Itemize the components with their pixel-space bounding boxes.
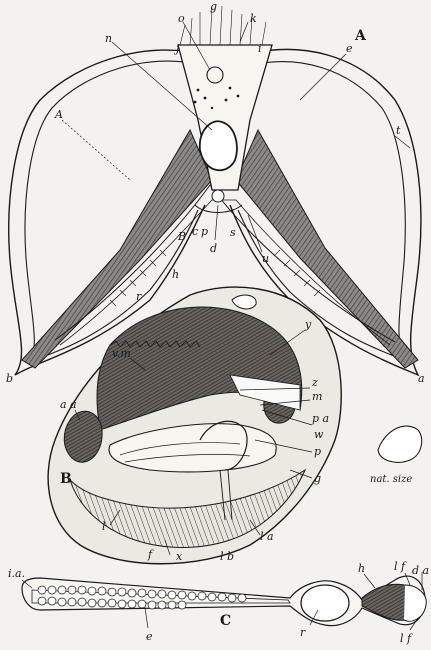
- oval-n: [200, 121, 237, 170]
- label-y: y: [304, 318, 312, 331]
- label-p: p: [314, 445, 321, 458]
- label-c: c: [192, 225, 198, 238]
- label-la: l a: [260, 530, 274, 543]
- label-vm: v.m: [112, 347, 131, 360]
- label-x: x: [176, 550, 183, 563]
- label-lf: l f: [394, 560, 407, 573]
- label-n: n: [105, 32, 112, 45]
- label-lb: l b: [220, 550, 234, 563]
- label-p-top: p: [201, 225, 208, 238]
- panel-label-b: B: [60, 471, 72, 487]
- panel-label-a: A: [354, 28, 367, 44]
- label-s: s: [230, 226, 236, 239]
- bulb-r: [301, 585, 349, 621]
- label-e: e: [346, 42, 353, 55]
- label-da: d a: [412, 564, 429, 577]
- nat-size-caption: nat. size: [370, 474, 412, 485]
- label-z: z: [311, 376, 318, 389]
- label-ia: i.a.: [8, 567, 25, 580]
- label-j: j: [173, 42, 180, 55]
- label-m: m: [312, 390, 322, 403]
- label-pa: p a: [312, 412, 329, 425]
- label-B-small: B: [177, 230, 186, 243]
- label-g: g: [314, 472, 321, 485]
- label-lf2: l f: [400, 632, 413, 645]
- label-u: u: [262, 252, 269, 265]
- label-k: k: [250, 12, 257, 25]
- label-aa: a a: [60, 398, 77, 411]
- small-circle-s: [212, 190, 224, 202]
- nat-size-outline: [378, 426, 422, 462]
- label-l: l: [102, 520, 106, 533]
- label-o: o: [178, 12, 185, 25]
- label-w: w: [314, 428, 324, 441]
- label-r-c: r: [300, 626, 306, 639]
- label-g-top: g: [210, 0, 217, 13]
- label-h-c: h: [358, 562, 365, 575]
- label-r: r: [136, 290, 142, 303]
- label-b: b: [6, 372, 13, 385]
- label-t: t: [396, 124, 401, 137]
- label-e-c: e: [146, 630, 153, 643]
- label-h: h: [172, 268, 179, 281]
- label-i: i: [258, 42, 262, 55]
- label-d: d: [210, 242, 217, 255]
- label-A-line: A: [54, 108, 63, 121]
- label-a: a: [418, 372, 425, 385]
- panel-label-c: C: [220, 613, 231, 629]
